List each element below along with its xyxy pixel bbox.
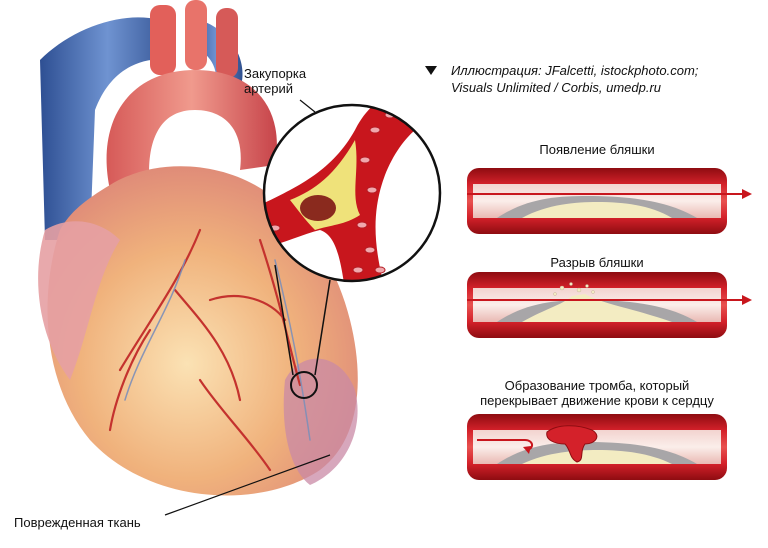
magnifier-connector-2 <box>314 279 331 376</box>
credit-line1: Иллюстрация: JFalcetti, istockphoto.com; <box>451 63 699 78</box>
aortic-arch <box>106 70 277 190</box>
artery-stage-plaque-rupture <box>467 272 752 338</box>
blockage-label: Закупорка артерий <box>244 66 306 96</box>
aorta-branch-2 <box>185 0 207 70</box>
blockage-label-line2: артерий <box>244 81 293 96</box>
magnified-clot <box>300 195 336 221</box>
cardiac-veins <box>124 259 311 441</box>
triangle-bullet-icon <box>425 66 437 75</box>
plaque-appearance-caption: Появление бляшки <box>539 142 655 157</box>
heart-illustration <box>38 0 358 496</box>
thrombus-caption-line1: Образование тромба, который <box>504 378 690 393</box>
blockage-label-line1: Закупорка <box>244 66 307 81</box>
damaged-tissue-pointer <box>164 454 331 516</box>
credit-line2: Visuals Unlimited / Corbis, umedp.ru <box>451 80 662 95</box>
aorta-branch-1 <box>150 5 176 75</box>
damaged-tissue-label: Поврежденная ткань <box>14 515 141 530</box>
thrombus-caption-line2: перекрывает движение крови к сердцу <box>480 393 714 408</box>
thrombus-caption: Образование тромба, который перекрывает … <box>430 378 764 408</box>
vena-cava <box>40 17 175 241</box>
coronary-arteries <box>108 228 302 472</box>
magnifier-connector-1 <box>274 264 294 376</box>
plaque-rupture-caption: Разрыв бляшки <box>550 255 644 270</box>
artery-stage-thrombus <box>467 414 727 480</box>
aorta-branch-3 <box>216 8 238 78</box>
right-atrium <box>38 221 120 380</box>
blood-cells <box>269 111 396 274</box>
blockage-marker <box>290 371 318 399</box>
artery-stage-plaque-appearance <box>467 168 752 234</box>
thrombus <box>546 425 598 463</box>
blockage-pointer <box>299 99 316 113</box>
heart-body <box>47 166 358 496</box>
blockage-magnifier <box>262 103 442 283</box>
